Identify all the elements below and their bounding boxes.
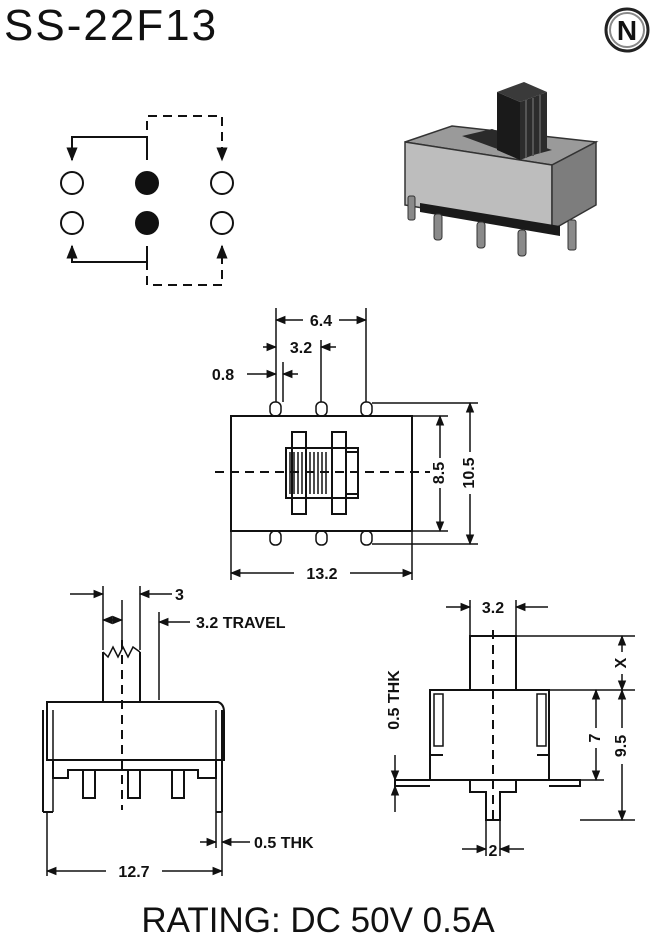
dim-7: 7 [587,733,604,742]
brand-logo: N [604,7,650,53]
alternate-connection-line [146,115,228,162]
dim-0-8: 0.8 [212,367,234,384]
front-view-drawing [42,586,250,882]
side-view-drawing [390,600,635,856]
top-view-drawing [215,308,480,584]
dim-thk: 0.5 THK [254,835,314,852]
contact-open [210,171,234,195]
dim-3-2: 3.2 [290,340,312,357]
rating-text: RATING: DC 50V 0.5A [141,901,495,940]
contact-open [210,211,234,235]
dim-2: 2 [489,843,498,860]
dim-9-5: 9.5 [613,735,630,757]
dim-side-3-2: 3.2 [482,600,504,617]
dim-side-thk: 0.5 THK [386,670,403,730]
connection-line [66,136,148,162]
dim-x: X [613,657,630,668]
dim-8-5: 8.5 [431,462,448,484]
contact-common [135,211,159,235]
dim-3: 3 [175,587,184,604]
switch-product-image [404,82,599,257]
switch-schematic [60,115,234,286]
contact-common [135,171,159,195]
contact-open [60,211,84,235]
dim-6-4: 6.4 [310,313,332,330]
part-number-title: SS-22F13 [4,1,218,50]
connection-line [66,244,148,263]
logo-letter: N [617,15,637,46]
contact-open [60,171,84,195]
dim-10-5: 10.5 [461,457,478,488]
dim-travel: 3.2 TRAVEL [196,615,286,632]
dim-13-2: 13.2 [306,566,337,583]
alternate-connection-line [146,244,228,286]
dim-12-7: 12.7 [118,864,149,881]
